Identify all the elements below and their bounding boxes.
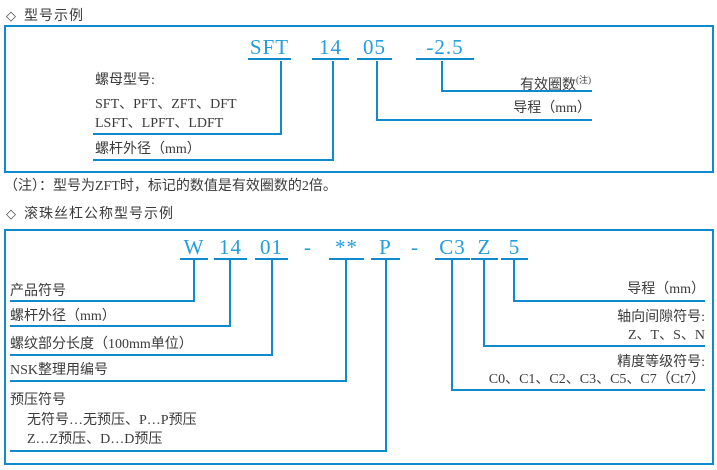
connector-diameter2-vertical bbox=[229, 260, 231, 327]
connector-diameter2-horizontal bbox=[10, 325, 231, 327]
connector-accuracy-horizontal bbox=[451, 389, 705, 391]
accuracy-grade-title: 精度等级符号: bbox=[617, 355, 705, 370]
connector-clearance-horizontal bbox=[483, 345, 705, 347]
connector-nut-type-horizontal bbox=[93, 133, 282, 135]
connector-lead-vertical bbox=[376, 61, 378, 121]
zft-note: （注）：型号为ZFT时，标记的数值是有效圈数的2倍。 bbox=[4, 179, 337, 194]
section2-heading: ◇ 滚珠丝杠公称型号示例 bbox=[6, 203, 174, 223]
nut-models-line2: LSFT、LPFT、LDFT bbox=[95, 116, 224, 131]
nsk-number-label: NSK整理用编号 bbox=[10, 363, 109, 378]
connector-product-horizontal bbox=[10, 300, 195, 302]
effective-turns-note-ref: (注) bbox=[576, 75, 591, 85]
nut-model-title: 螺母型号: bbox=[95, 73, 155, 88]
axial-clearance-title: 轴向间隙符号: bbox=[617, 310, 705, 325]
diamond-icon: ◇ bbox=[6, 206, 17, 221]
section1-heading: ◇ 型号示例 bbox=[6, 5, 84, 25]
nominal-model-example-box bbox=[4, 229, 714, 465]
lead-label-1: 导程（mm） bbox=[513, 101, 591, 116]
model2-segment-nsk-number: ** bbox=[329, 236, 364, 260]
lead-label-2: 导程（mm） bbox=[627, 282, 705, 297]
model1-segment-diameter: 14 bbox=[312, 36, 349, 60]
screw-od-label-2: 螺杆外径（mm） bbox=[10, 309, 116, 324]
connector-lead2-horizontal bbox=[513, 300, 705, 302]
product-symbol-label: 产品符号 bbox=[10, 284, 66, 299]
section2-heading-text: 滚珠丝杠公称型号示例 bbox=[24, 207, 174, 222]
effective-turns-text: 有效圈数 bbox=[520, 78, 576, 93]
connector-diameter-horizontal bbox=[93, 159, 334, 161]
connector-length-vertical bbox=[271, 260, 273, 356]
connector-length-horizontal bbox=[10, 354, 273, 356]
model2-segment-clearance: Z bbox=[471, 236, 498, 260]
accuracy-grade-values: C0、C1、C2、C3、C5、C7（Ct7） bbox=[488, 372, 705, 387]
connector-lead-horizontal bbox=[376, 119, 592, 121]
effective-turns-label: 有效圈数(注) bbox=[520, 72, 591, 94]
connector-turns-horizontal bbox=[441, 90, 592, 92]
connector-lead2-vertical bbox=[513, 260, 515, 302]
nut-models-line1: SFT、PFT、ZFT、DFT bbox=[95, 97, 237, 112]
diamond-icon: ◇ bbox=[6, 8, 17, 23]
model2-segment-lead: 5 bbox=[501, 236, 528, 260]
preload-line1: 无符号…无预压、P…P预压 bbox=[27, 413, 197, 428]
model1-segment-lead: 05 bbox=[357, 36, 392, 60]
model2-segment-dash1: - bbox=[304, 235, 312, 259]
model-example-box bbox=[4, 25, 714, 173]
screw-od-label-1: 螺杆外径（mm） bbox=[95, 142, 201, 157]
preload-line2: Z…Z预压、D…D预压 bbox=[27, 432, 163, 447]
preload-symbol-title: 预压符号 bbox=[10, 393, 66, 408]
model1-segment-turns: -2.5 bbox=[416, 36, 474, 60]
connector-nut-type-vertical bbox=[280, 61, 282, 135]
connector-nsk-vertical bbox=[345, 260, 347, 382]
connector-accuracy-vertical bbox=[451, 260, 453, 391]
connector-clearance-vertical bbox=[483, 260, 485, 347]
model2-segment-product: W bbox=[180, 236, 208, 260]
connector-turns-vertical bbox=[441, 61, 443, 92]
connector-preload-vertical bbox=[385, 260, 387, 452]
connector-product-vertical bbox=[193, 260, 195, 302]
model2-segment-accuracy: C3 bbox=[435, 236, 470, 260]
model2-segment-length: 01 bbox=[255, 236, 288, 260]
axial-clearance-values: Z、T、S、N bbox=[628, 328, 705, 343]
connector-preload-horizontal bbox=[10, 450, 387, 452]
connector-nsk-horizontal bbox=[10, 380, 347, 382]
section1-heading-text: 型号示例 bbox=[24, 9, 84, 24]
model1-segment-nut-type: SFT bbox=[248, 35, 291, 60]
model2-segment-dash2: - bbox=[411, 235, 419, 259]
connector-diameter-vertical bbox=[332, 61, 334, 161]
model2-segment-preload: P bbox=[371, 236, 400, 260]
model2-segment-diameter: 14 bbox=[214, 236, 247, 260]
thread-length-label: 螺纹部分长度（100mm单位） bbox=[10, 337, 193, 352]
